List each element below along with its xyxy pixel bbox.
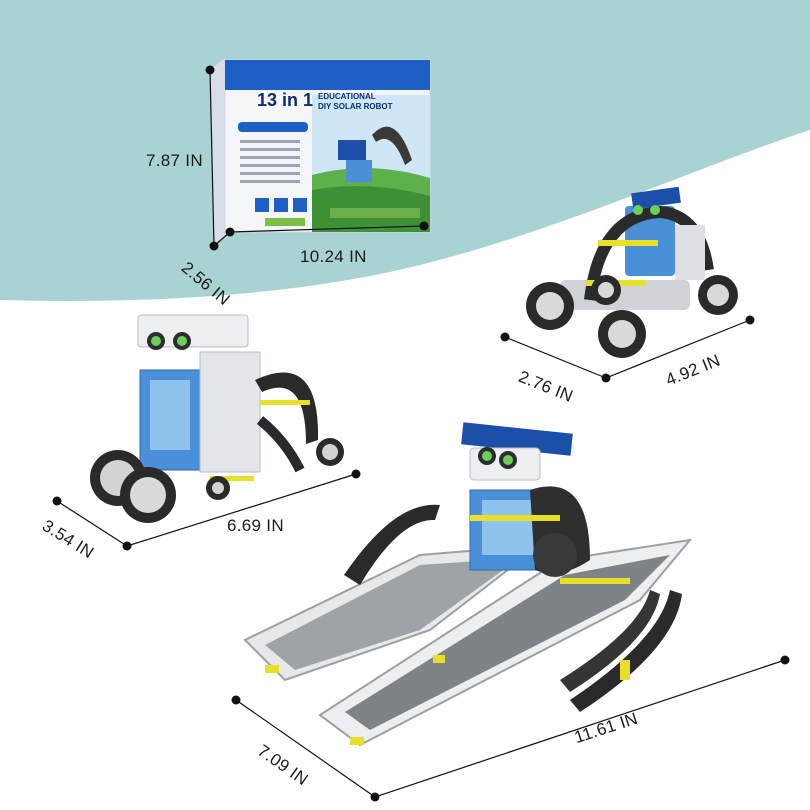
dimension-dot <box>225 227 235 237</box>
product-box <box>210 58 431 246</box>
solar-car-robot <box>526 186 738 358</box>
walker-robot <box>90 314 344 523</box>
dimension-dot <box>122 541 132 551</box>
box-height-label: 7.87 IN <box>146 151 203 170</box>
dimension-dot <box>500 332 510 342</box>
dimension-dot <box>370 792 380 802</box>
dimension-dot <box>231 695 241 705</box>
dimension-dot <box>780 655 790 665</box>
dimension-dot <box>745 315 755 325</box>
box-subtitle-line-2: DIY SOLAR ROBOT <box>318 102 393 111</box>
dimension-dot <box>205 65 215 75</box>
dimension-dot <box>52 496 62 506</box>
walker-width-label: 6.69 IN <box>227 516 284 535</box>
boat-robot <box>243 422 693 747</box>
dimension-dot <box>419 221 429 231</box>
box-width-label: 10.24 IN <box>300 247 367 266</box>
box-subtitle-line-1: EDUCATIONAL <box>318 92 376 101</box>
dimension-dot <box>601 373 611 383</box>
dimension-dot <box>351 469 361 479</box>
box-big-title: 13 in 1 <box>257 90 314 110</box>
dimension-dot <box>209 241 219 251</box>
